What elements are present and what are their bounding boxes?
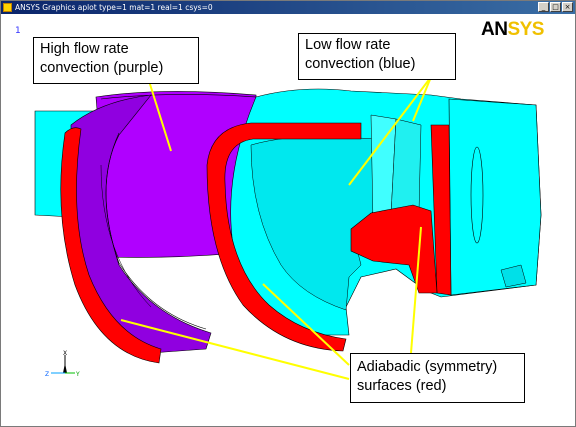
- right-cyan-ring-2: [390, 118, 422, 216]
- triad-z-label: Z: [45, 371, 49, 378]
- window-title: ANSYS Graphics aplot type=1 mat=1 real=1…: [15, 3, 213, 12]
- callout-adiabatic-line1: Adiabadic (symmetry): [357, 359, 498, 375]
- right-end-face: [448, 98, 542, 296]
- ansys-logo: ANSYS: [481, 19, 544, 40]
- graphics-viewport[interactable]: 1 ANSYS High flow rate convection (purpl…: [1, 15, 575, 426]
- leader-adiabatic-3: [410, 226, 422, 354]
- leader-low-flow-b: [412, 76, 432, 122]
- leader-adiabatic-1: [120, 319, 350, 380]
- triad-x-label: X: [63, 350, 67, 357]
- triad-y-label: Y: [75, 371, 80, 378]
- coordinate-triad: X Z Y: [45, 350, 80, 378]
- window-number: 1: [15, 26, 21, 36]
- close-button[interactable]: ×: [562, 2, 573, 12]
- minimize-button[interactable]: _: [538, 2, 549, 12]
- leader-adiabatic-2: [262, 283, 350, 366]
- leader-low-flow: [348, 76, 432, 186]
- callout-low-flow: Low flow rate convection (blue): [298, 33, 456, 80]
- red-bracket: [350, 204, 438, 294]
- ansys-app-icon: [3, 3, 12, 12]
- maximize-button[interactable]: □: [550, 2, 561, 12]
- left-red-strip: [60, 127, 162, 364]
- left-arm-inner-edge-2: [100, 164, 152, 308]
- right-red-vertical: [430, 124, 452, 296]
- callout-low-flow-line1: Low flow rate: [305, 37, 391, 53]
- callout-low-flow-line2: convection (blue): [305, 56, 416, 72]
- right-end-slot: [470, 146, 484, 244]
- cylinder-edge: [100, 94, 257, 100]
- callout-high-flow: High flow rate convection (purple): [33, 37, 199, 84]
- callout-leader-lines: [120, 76, 432, 380]
- right-end-notch: [500, 264, 527, 288]
- callout-high-flow-line2: convection (purple): [40, 60, 164, 76]
- left-arm-inner-edge: [105, 132, 207, 330]
- middle-red-strip: [206, 122, 362, 352]
- title-bar[interactable]: ANSYS Graphics aplot type=1 mat=1 real=1…: [1, 1, 575, 14]
- fe-model-plot: [34, 76, 542, 380]
- callout-adiabatic-line2: surfaces (red): [357, 378, 447, 394]
- callout-adiabatic: Adiabadic (symmetry) surfaces (red): [350, 353, 525, 403]
- leader-high-flow: [148, 80, 172, 152]
- callout-high-flow-line1: High flow rate: [40, 41, 129, 57]
